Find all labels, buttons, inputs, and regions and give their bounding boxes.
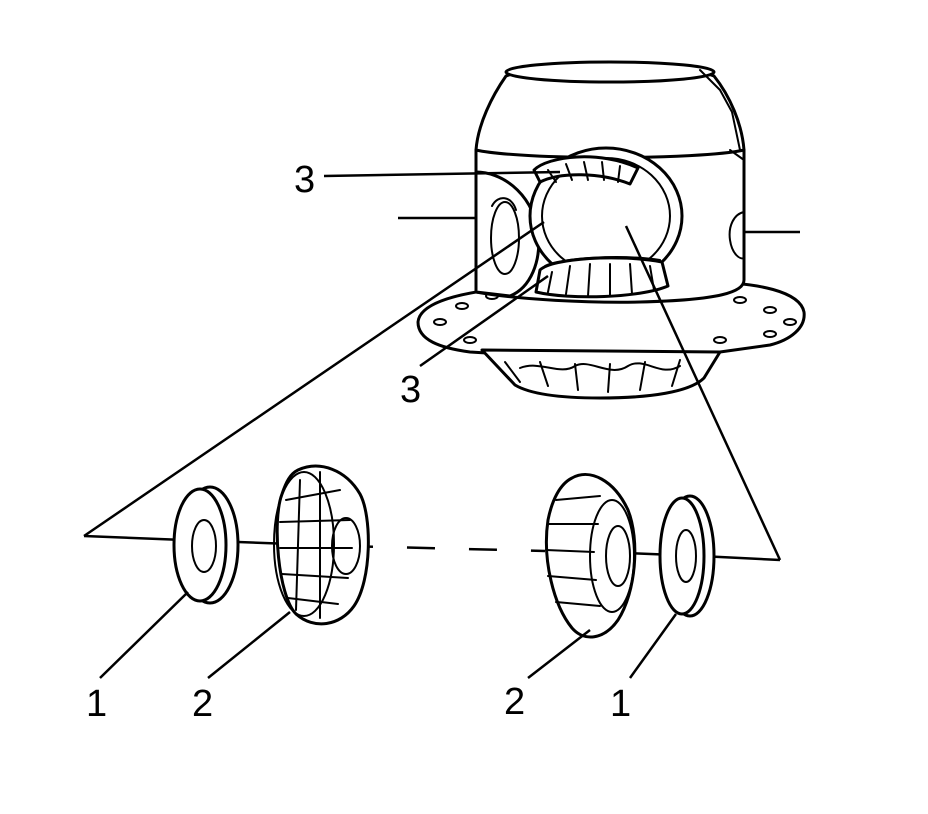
case-bottom-pinion-gear [534,256,670,299]
callout-washer-left: 1 [86,683,107,725]
differential-case [416,60,806,400]
callout-washer-right: 1 [610,683,631,725]
right-thrust-washer [658,494,716,618]
callout-case-bottom-gear: 3 [400,369,421,411]
left-side-gear [273,464,370,626]
callout-case-top-gear: 3 [294,159,315,201]
case-lower-hub [480,348,722,400]
left-thrust-washer [172,485,240,605]
callout-gear-left: 2 [192,683,213,725]
callout-labels: 1 2 2 1 3 3 [86,159,631,725]
callout-gear-right: 2 [504,681,525,723]
callout-leaders [99,170,678,679]
right-side-gear [544,473,637,639]
flange-bolt-holes [433,292,797,344]
